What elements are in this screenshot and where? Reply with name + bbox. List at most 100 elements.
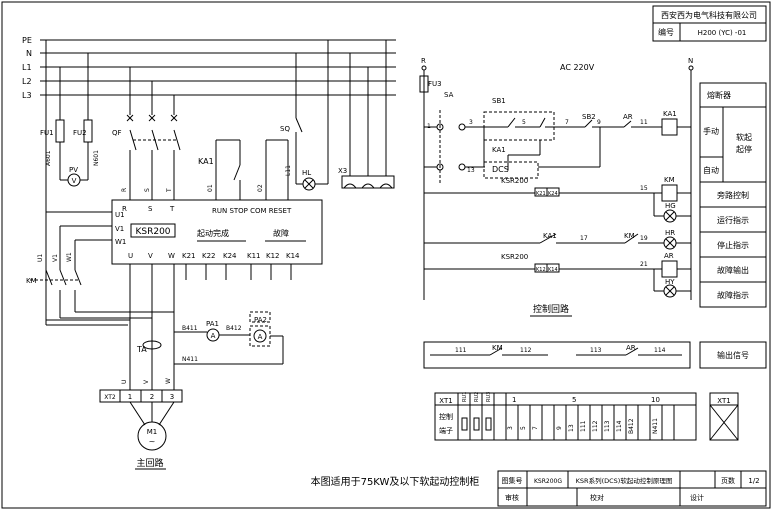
out-111: 111 <box>455 347 467 354</box>
number-label: 编号 <box>658 27 674 37</box>
svg-text:1: 1 <box>427 123 431 130</box>
lbl-bypass: 旁路控制 <box>717 190 749 200</box>
hl-label: HL <box>302 169 311 177</box>
sa-label: SA <box>444 91 454 99</box>
km-coil: KM <box>664 176 675 184</box>
xt1-title-2: 端子 <box>439 426 453 435</box>
bus-n: N <box>26 49 32 58</box>
svg-text:3: 3 <box>469 119 473 126</box>
qf-label: QF <box>112 129 122 137</box>
svg-text:13: 13 <box>467 167 475 174</box>
svg-text:15: 15 <box>640 185 648 192</box>
k11: K11 <box>247 252 261 260</box>
svg-text:V: V <box>72 177 77 185</box>
out-ar: AR <box>626 344 636 352</box>
page-value: 1/2 <box>748 477 759 485</box>
o1-label: 01 <box>207 184 214 192</box>
control-circuit: AC 220V R N FU3 SA 1 3 13 SB1 5 7 SB2 <box>419 57 767 317</box>
w2-label: W <box>165 378 172 384</box>
t-label: T <box>169 205 175 213</box>
o2-label: 02 <box>257 184 264 192</box>
b411: B411 <box>182 325 198 332</box>
ka1-contact-label: KA1 <box>492 146 506 154</box>
xt1-c3: 7 <box>532 426 539 430</box>
device-name: KSR200 <box>135 227 170 237</box>
ru3: RU3 <box>486 392 492 402</box>
lbl-startstop: 起停 <box>736 144 752 154</box>
svg-text:11: 11 <box>640 119 648 126</box>
ru2: RU2 <box>474 392 480 402</box>
ka1-coil-label: KA1 <box>663 110 677 118</box>
svg-text:U1: U1 <box>37 254 44 262</box>
xt2-2: 2 <box>150 393 154 401</box>
main-circuit-title: 主回路 <box>136 457 163 469</box>
dcs-label: DCS <box>492 165 509 174</box>
out-112: 112 <box>520 347 532 354</box>
xt1-c9: 114 <box>616 420 623 432</box>
out-114: 114 <box>654 347 666 354</box>
fault-label: 故障 <box>273 228 289 238</box>
u2-label: U <box>121 380 128 384</box>
ar-coil: AR <box>664 252 674 260</box>
l11-label: L11 <box>285 165 292 176</box>
k21-ctrl: K21 <box>536 191 546 197</box>
k22: K22 <box>202 252 216 260</box>
applicability-note: 本图适用于75KW及以下软起动控制柜 <box>311 475 480 488</box>
lbl-auto: 自动 <box>703 165 719 175</box>
svg-text:17: 17 <box>580 235 588 242</box>
control-labels-table: 熔断器 手动 软起 起停 自动 旁路控制 运行指示 停止指示 故障输出 故障指示 <box>699 82 767 308</box>
v-out: V <box>148 252 153 260</box>
u-out: U <box>128 252 133 260</box>
b412: B412 <box>226 325 242 332</box>
company-name: 西安西为电气科技有限公司 <box>661 10 757 20</box>
out-km: KM <box>492 344 503 352</box>
hg-label: HG <box>665 202 676 210</box>
bus-l3: L3 <box>22 91 32 100</box>
ar-label: AR <box>623 113 633 121</box>
x3-label: X3 <box>338 167 347 175</box>
number-value: H200 (YC) -01 <box>698 29 747 37</box>
atlas-label: 图集号 <box>502 476 523 485</box>
k24: K24 <box>223 252 237 260</box>
svg-text:7: 7 <box>565 119 569 126</box>
k14: K14 <box>286 252 300 260</box>
k12-ctrl: K12 <box>536 267 546 273</box>
hr-label: HR <box>665 229 675 237</box>
fu2-label: FU2 <box>73 129 87 137</box>
xt1-right-name: XT1 <box>717 397 730 405</box>
pv-label: PV <box>69 166 78 174</box>
ta-label: TA <box>136 345 147 354</box>
review-label: 审核 <box>505 493 519 502</box>
lbl-manual: 手动 <box>703 126 719 136</box>
output-label: 输出信号 <box>717 350 749 360</box>
ksr200-device <box>111 199 323 265</box>
page-label: 页数 <box>721 476 735 485</box>
xt1-c6: 111 <box>580 420 587 432</box>
ammeter-a2: A <box>258 333 263 341</box>
sq-label: SQ <box>280 125 290 133</box>
fu3-label: FU3 <box>428 80 442 88</box>
xt1-c7: 112 <box>592 420 599 432</box>
xt2-3: 3 <box>170 393 174 401</box>
ksr200-ctrl-2: KSR200 <box>501 253 528 261</box>
r-label: R <box>122 205 127 213</box>
ksr200-ctrl-1: KSR200 <box>501 177 528 185</box>
terminal-strip-xt1: XT1 控制 端子 RU1 RU2 RU3 1 5 10 3 5 7 9 <box>434 392 739 441</box>
ka1-row3: KA1 <box>543 232 557 240</box>
bus-pe: PE <box>22 36 32 45</box>
hy-label: HY <box>665 278 675 286</box>
svg-text:19: 19 <box>640 235 648 242</box>
v2-label: V <box>143 379 150 384</box>
control-circuit-title: 控制回路 <box>533 303 569 315</box>
svg-text:~: ~ <box>149 437 156 446</box>
pa1-label: PA1 <box>206 320 219 328</box>
xt1-num-10: 10 <box>651 396 660 404</box>
fu1-label: FU1 <box>40 129 54 137</box>
km-row3: KM <box>624 232 635 240</box>
ammeter-a1: A <box>211 332 216 340</box>
km-main: KM <box>26 277 37 285</box>
lbl-fault-out: 故障输出 <box>717 265 749 275</box>
svg-text:V1: V1 <box>52 254 59 262</box>
